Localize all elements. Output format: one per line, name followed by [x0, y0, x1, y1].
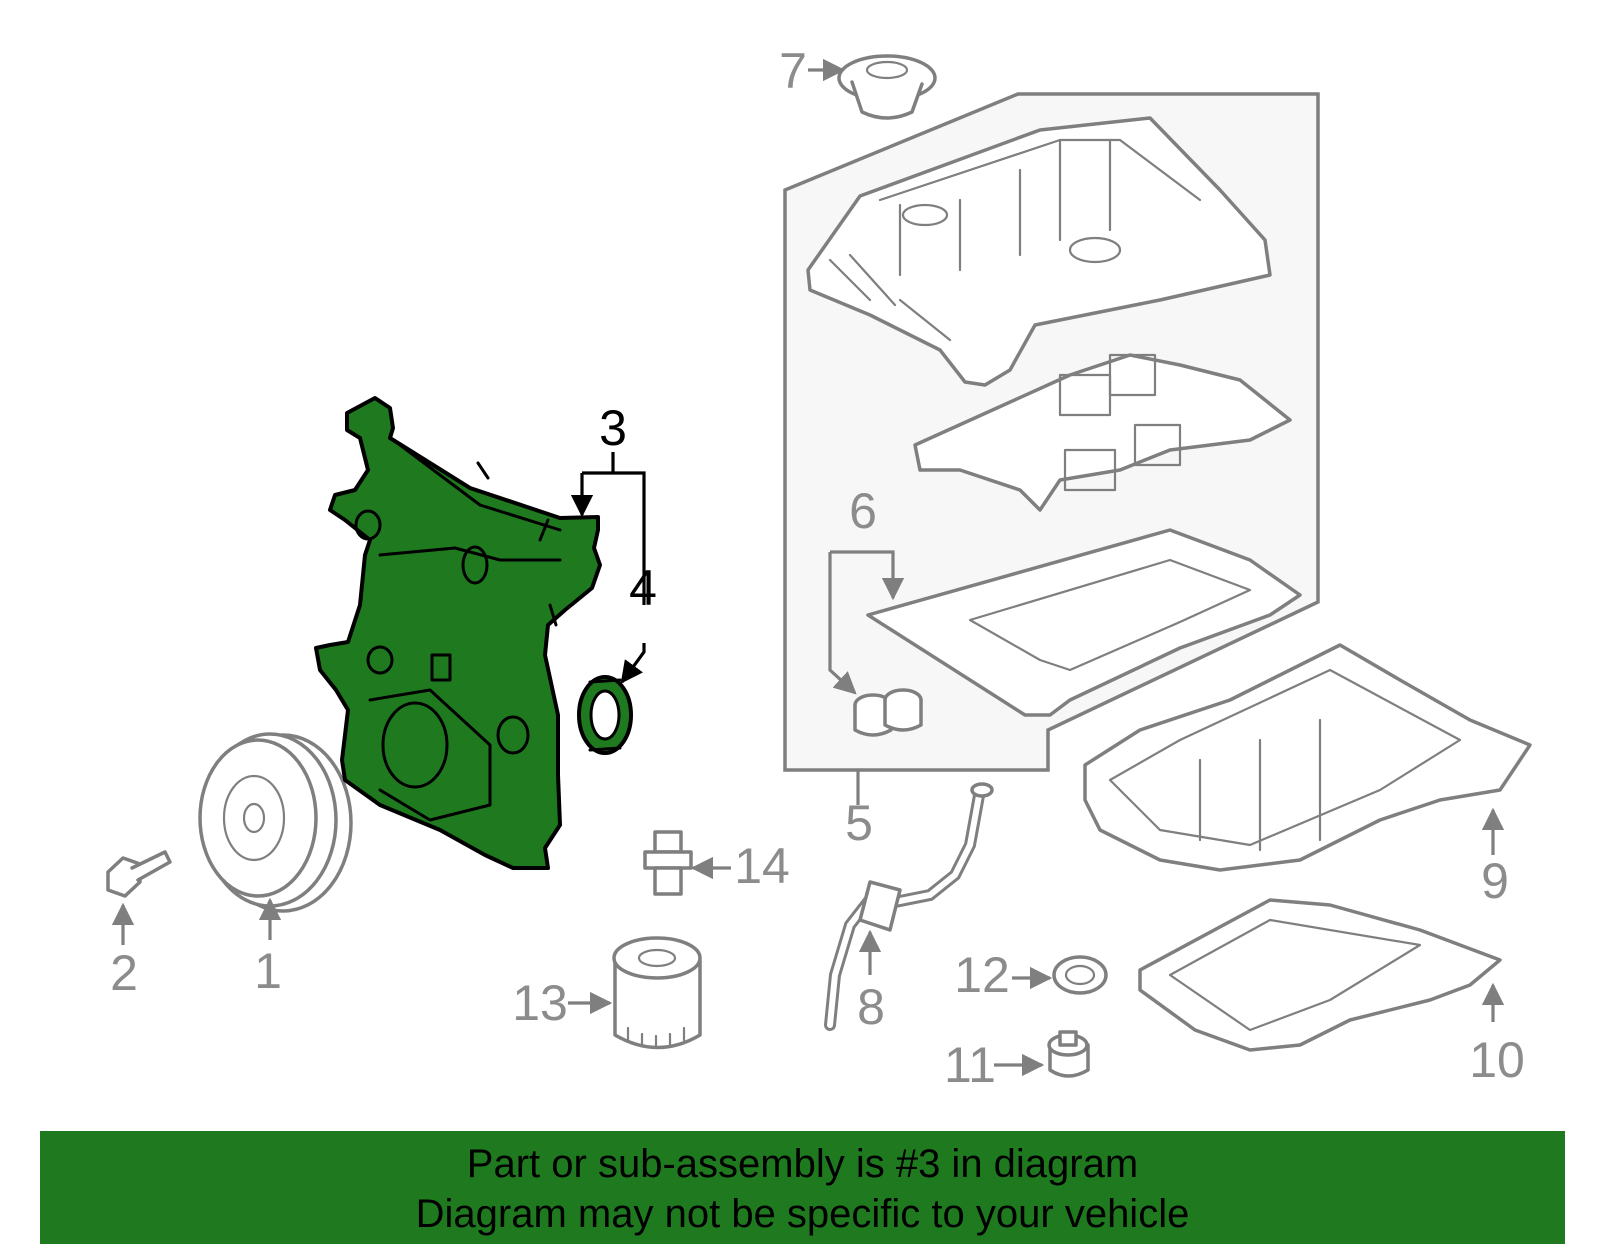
drain-plug[interactable]	[1047, 1030, 1090, 1078]
valve-cover-baffle[interactable]	[913, 353, 1292, 512]
callout-2: 2	[110, 945, 138, 1001]
callout-1: 1	[254, 943, 282, 999]
callout-10: 10	[1469, 1032, 1525, 1088]
valve-cover-gasket[interactable]	[866, 528, 1302, 717]
oil-filter-fitting[interactable]	[643, 830, 693, 896]
oil-pan-lower[interactable]	[1138, 898, 1502, 1052]
callout-14: 14	[734, 838, 790, 894]
oil-pan-upper[interactable]	[1083, 643, 1532, 872]
valve-cover[interactable]	[806, 116, 1272, 387]
callout-12: 12	[954, 947, 1010, 1003]
callout-7: 7	[779, 43, 807, 99]
oil-level-indicator-tube[interactable]	[824, 782, 994, 1031]
oil-filter[interactable]	[612, 936, 702, 1050]
callout-9: 9	[1481, 853, 1509, 909]
engine-front-cover-highlighted[interactable]	[314, 396, 602, 870]
crankshaft-balancer[interactable]	[198, 732, 353, 913]
callout-8: 8	[857, 979, 885, 1035]
oil-filler-cap[interactable]	[837, 54, 937, 120]
callout-3: 3	[599, 400, 627, 456]
leader-lines	[111, 58, 1505, 1077]
part-notice-banner: Part or sub-assembly is #3 in diagram Di…	[40, 1131, 1565, 1244]
banner-line-disclaimer: Diagram may not be specific to your vehi…	[415, 1192, 1190, 1236]
banner-line-part: Part or sub-assembly is #3 in diagram	[466, 1142, 1139, 1186]
spark-plug-tube-seals[interactable]	[853, 688, 923, 737]
callout-11: 11	[944, 1037, 996, 1093]
balancer-bolt[interactable]	[106, 850, 172, 898]
front-cover-oil-seal[interactable]	[577, 675, 633, 755]
drain-plug-washer[interactable]	[1052, 955, 1108, 995]
callout-4: 4	[629, 560, 657, 616]
callout-5: 5	[845, 795, 873, 851]
callout-6: 6	[849, 483, 877, 539]
callout-13: 13	[512, 975, 568, 1031]
